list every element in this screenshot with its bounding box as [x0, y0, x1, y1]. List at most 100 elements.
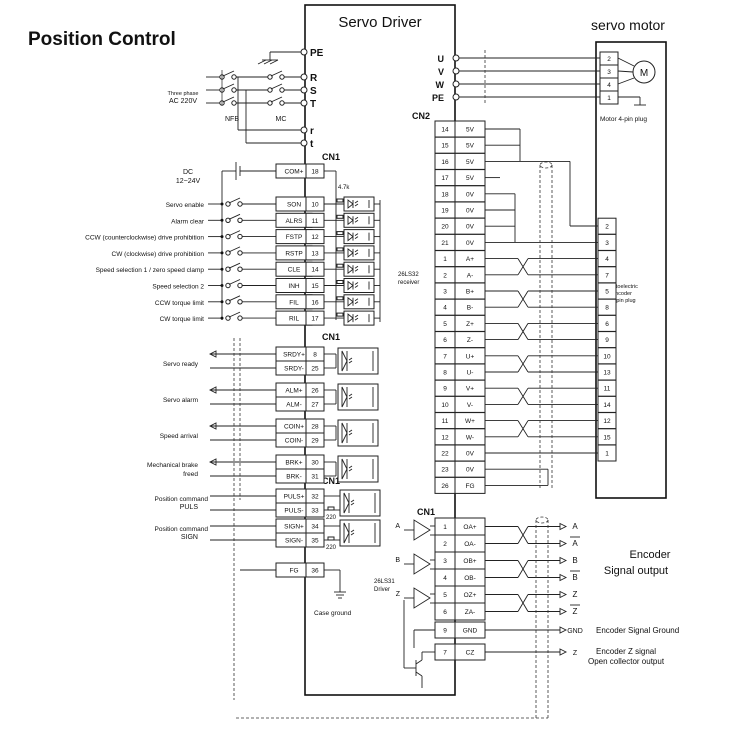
enc-out-arrow-OA- [559, 539, 568, 548]
input-desc-RSTP: CW (clockwise) drive prohibition [112, 251, 205, 258]
power-terminal-T [300, 99, 308, 107]
cn2-label: CN2 [412, 111, 430, 121]
pulse-signal-SIGN+: SIGN+ [284, 524, 304, 531]
enc-out-arrow-OA+ [559, 522, 568, 531]
motor-symbol-label: M [640, 68, 648, 79]
input-resistor-RSTP [336, 247, 344, 252]
input-opto-RSTP-arrow1 [354, 249, 359, 253]
enc-out-arrow-OB+ [559, 556, 568, 565]
nfb-switch-2-blade [222, 96, 235, 103]
input-node-INH [220, 284, 224, 287]
enc-gnd-signal: GND [463, 628, 478, 635]
enc-out-pin-OB-: 4 [443, 575, 447, 582]
output-signal-ALM-: ALM- [286, 402, 302, 409]
input-opto-ALRS-arrow2 [354, 219, 359, 223]
encoder-plug-pin-8: 8 [605, 305, 609, 312]
line-driver-Z [413, 587, 431, 609]
input-switch-INH-blade [228, 279, 241, 285]
enc-out-twist-b-4 [517, 594, 529, 612]
power-label-S: S [310, 86, 317, 97]
supply-label-1: Three phase [168, 91, 199, 97]
input-switch-FSTP-blade [228, 230, 241, 237]
enc-gnd-arrow [559, 626, 568, 634]
cn2-pin-18: 18 [441, 191, 449, 198]
input-opto-FSTP-arrow2 [354, 236, 359, 239]
cn2-signal-16: 5V [466, 159, 475, 166]
input-switch-ALRS-blade [228, 213, 241, 220]
cn1-label-pulse: CN1 [322, 476, 340, 486]
cn2-signal-8: U- [467, 370, 474, 377]
input-signal-RIL: RIL [289, 316, 300, 323]
cn2-pin-14: 14 [441, 127, 449, 134]
encoder-output-label-1: Encoder [630, 549, 671, 561]
motor-plug-pin-2: 2 [607, 56, 611, 63]
output-opto-BRK+-led [341, 458, 348, 480]
enc-out-ext-OB-: B [572, 573, 577, 582]
input-opto-SON-led [347, 199, 354, 209]
enc-out-arrow-OB- [559, 573, 568, 582]
input-opto-RSTP-led [347, 247, 354, 258]
output-signal-ALM+: ALM+ [285, 388, 302, 395]
input-opto-CLE-led [347, 264, 354, 275]
input-opto-ALRS-arrow1 [354, 216, 359, 220]
cn2-pin-10: 10 [441, 402, 449, 409]
pulse-desc-SIGN+-2: SIGN [181, 534, 198, 541]
motor-plug-pin-1-cell [599, 90, 619, 105]
cn2-signal-4: B- [467, 305, 474, 312]
output-pin-ALM-: 27 [311, 402, 319, 409]
motor-lead-v [617, 70, 634, 73]
input-opto-CLE-arrow1 [354, 265, 359, 269]
cn2-signal-21: 0V [466, 240, 475, 247]
power-label-PE: PE [310, 48, 324, 59]
input-opto-RIL-arrow2 [354, 317, 359, 321]
nfb-switch-1-blade [222, 83, 235, 90]
motor-terminal-V [452, 67, 460, 75]
output-opto-BRK+-arrow2 [348, 468, 353, 472]
motor-lead-w [617, 77, 635, 85]
nfb-switch-1-contact-b [231, 87, 237, 93]
enc-gnd-label: Encoder Signal Ground [596, 626, 679, 635]
enc-out-ext-OZ+: Z [573, 590, 578, 599]
mc-switch-1-contact-b [279, 87, 285, 93]
motor-terminal-PE [452, 93, 460, 101]
output-signal-COIN-: COIN- [285, 438, 303, 445]
driver-input-label-Z: Z [396, 591, 401, 598]
input-desc-INH: Speed selection 2 [152, 284, 204, 291]
encoder-plug-label-2: encoder [612, 291, 632, 297]
input-opto-FSTP-led [347, 231, 354, 242]
pulse-signal-PULS+: PULS+ [284, 494, 305, 501]
output-opto-SRDY+-arrow1 [348, 357, 353, 361]
cn2-pin-7: 7 [443, 353, 447, 360]
motor-terminal-label-V: V [438, 67, 444, 77]
input-switch-INH-contact-b [237, 282, 243, 289]
cn2-signal-14: 5V [466, 127, 475, 134]
output-arrow-COIN+ [208, 422, 217, 430]
mc-switch-2-contact-b [279, 100, 285, 106]
input-switch-RIL-blade [228, 311, 241, 318]
cn2-pin-8: 8 [443, 370, 447, 377]
output-signal-SRDY+: SRDY+ [283, 352, 305, 359]
enc-gnd-ext: GND [567, 628, 583, 635]
encoder-plug-pin-9: 9 [605, 337, 609, 344]
cn2-pin-22: 22 [441, 451, 449, 458]
cn2-signal-1: A+ [466, 256, 474, 263]
power-terminal-PE [300, 48, 308, 56]
cn2-pin-4: 4 [443, 305, 447, 312]
enc-cz-signal: CZ [466, 650, 475, 657]
mc-switch-2-blade [270, 96, 283, 103]
input-switch-FSTP-contact-b [237, 233, 243, 240]
input-pin-CLE: 14 [311, 267, 319, 274]
input-switch-SON-contact-b [237, 201, 243, 207]
input-pin-SON: 10 [311, 202, 319, 209]
receiver-label-2: receiver [398, 280, 419, 286]
encoder-plug-pin-6: 6 [605, 321, 609, 328]
twist-b-10 [517, 290, 529, 308]
encoder-plug-pin-5: 5 [605, 289, 609, 296]
input-signal-RSTP: RSTP [285, 250, 302, 257]
output-opto-COIN+-arrow2 [348, 432, 353, 436]
enc-cz-pin: 7 [443, 650, 447, 657]
pulse-opto-SIGN+-led [343, 522, 350, 544]
output-desc-BRK+-1: Mechanical brake [147, 462, 198, 469]
input-node-FSTP [220, 235, 224, 239]
input-signal-FSTP: FSTP [286, 234, 303, 241]
